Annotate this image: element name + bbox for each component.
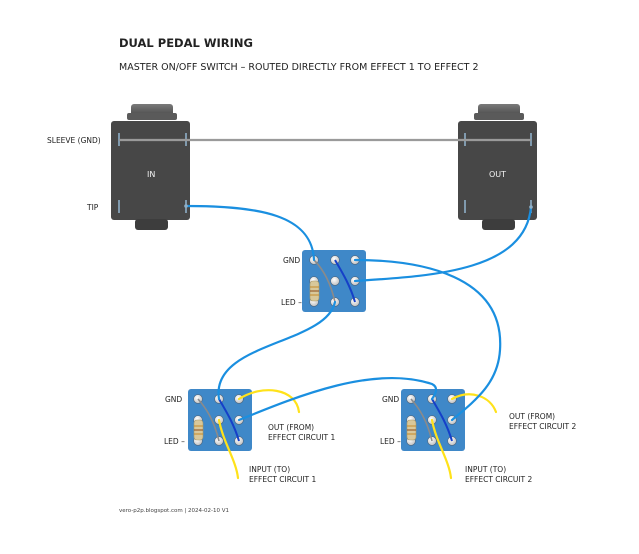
- input-jack-label: IN: [147, 170, 155, 179]
- effect1-out-label-1: OUT (FROM): [268, 423, 314, 432]
- output-jack: OUT: [458, 104, 537, 230]
- master-to-effect1-wire: [217, 300, 337, 401]
- signal-wires: [184, 204, 533, 422]
- effect2-ground-wire: [410, 398, 433, 442]
- effect1-jumper-wire: [218, 398, 240, 442]
- master-ground-wire: [313, 259, 336, 303]
- effect2-jumper-wire: [431, 398, 453, 442]
- effect1-in-label-1: INPUT (TO): [249, 465, 290, 474]
- effect2-in-wire: [430, 418, 453, 480]
- master-jumper-wire: [334, 259, 356, 303]
- effect1-ground-wire: [197, 398, 220, 442]
- effect2-in-label-2: EFFECT CIRCUIT 2: [465, 475, 532, 484]
- effect2-gnd-label: GND: [382, 395, 399, 404]
- effect2-led-label: LED –: [380, 437, 401, 446]
- effect1-out-label-2: EFFECT CIRCUIT 1: [268, 433, 335, 442]
- effect2-out-label-1: OUT (FROM): [509, 412, 555, 421]
- input-jack: IN: [111, 104, 190, 230]
- page-subtitle: MASTER ON/OFF SWITCH – ROUTED DIRECTLY F…: [119, 62, 479, 73]
- effect1-in-wire: [217, 418, 240, 480]
- page-title: DUAL PEDAL WIRING: [119, 36, 253, 50]
- output-jack-washer: [474, 113, 524, 120]
- effect2-in-label-1: INPUT (TO): [465, 465, 506, 474]
- master-gnd-label: GND: [283, 256, 300, 265]
- input-jack-washer: [127, 113, 177, 120]
- master-switch: GND LED –: [281, 250, 366, 312]
- output-jack-tail: [482, 219, 515, 230]
- master-to-effect2-wire: [353, 258, 502, 422]
- effect1-switch: GND LED – OUT (FROM) EFFECT CIRCUIT 1 IN…: [164, 389, 335, 484]
- master-led-label: LED –: [281, 298, 302, 307]
- sleeve-label: SLEEVE (GND): [47, 136, 101, 145]
- footer-credit: vero-p2p.blogspot.com | 2024-02-10 V1: [119, 508, 229, 514]
- input-jack-tail: [135, 219, 168, 230]
- effect1-out-wire: [237, 389, 301, 414]
- effect2-switch: GND LED – OUT (FROM) EFFECT CIRCUIT 2 IN…: [380, 389, 576, 484]
- effect1-gnd-label: GND: [165, 395, 182, 404]
- effect1-led-label: LED –: [164, 437, 185, 446]
- effect2-out-label-2: EFFECT CIRCUIT 2: [509, 422, 576, 431]
- effect1-in-label-2: EFFECT CIRCUIT 1: [249, 475, 316, 484]
- master-to-output-wire: [353, 205, 533, 283]
- effect1-to-effect2-wire: [237, 376, 438, 422]
- tip-label: TIP: [86, 203, 99, 212]
- output-jack-label: OUT: [489, 170, 506, 179]
- input-jack-body: [111, 121, 190, 220]
- output-jack-body: [458, 121, 537, 220]
- tip-to-master-wire: [184, 204, 316, 262]
